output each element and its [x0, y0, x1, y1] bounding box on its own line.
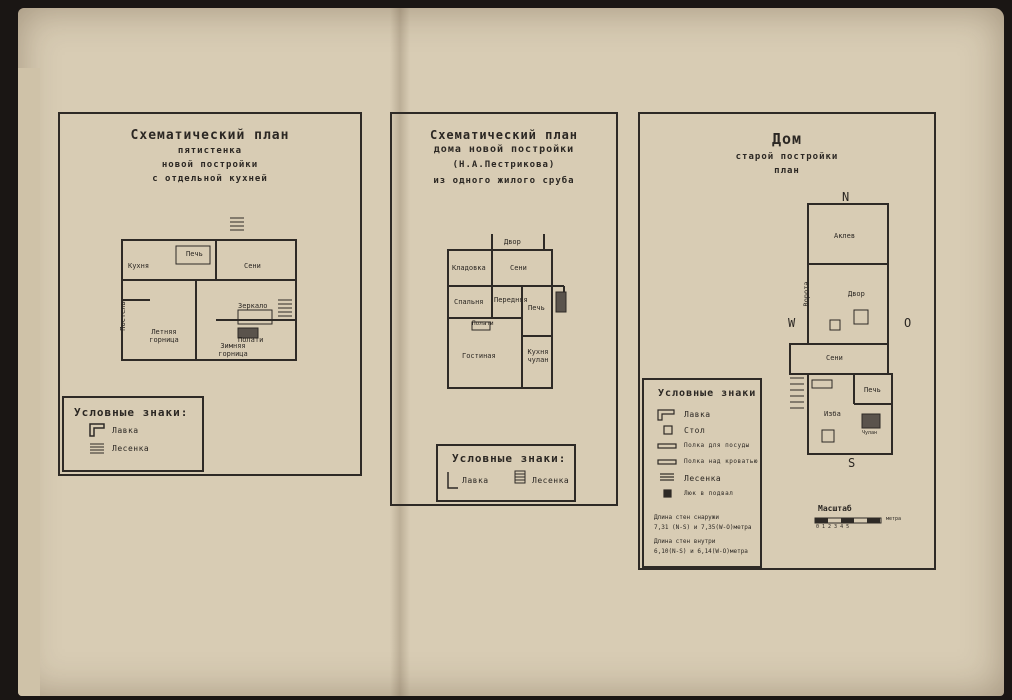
room-summer: Летняя горница — [149, 328, 179, 344]
room-bedroom: Спальня — [454, 298, 484, 306]
room-winter: Зимняя горница — [218, 342, 248, 358]
panel1-title-2: пятистенка — [177, 146, 243, 156]
legend-title: Условные знаки: — [74, 406, 189, 419]
legend-hatch: Люк в подвал — [684, 490, 734, 497]
legend-title: Условные знаки: — [452, 452, 567, 465]
room-polati: Полати — [472, 320, 494, 327]
panel3-title-2: старой постройки — [735, 152, 839, 162]
scale-bar — [814, 517, 882, 524]
note-outer: Длина стен снаружи — [654, 514, 720, 521]
room-seni: Сени — [244, 262, 261, 270]
panel3-floor-plan — [789, 203, 893, 455]
room-pantry: Кладовка — [452, 264, 486, 272]
compass-west: W — [788, 316, 796, 330]
legend-ladder: Лесенка — [112, 444, 150, 453]
book-edge — [18, 68, 40, 696]
room-front: Передняя — [494, 296, 528, 304]
panel2-title-1: Схематический план — [429, 128, 579, 142]
room-stove: Печь — [186, 250, 203, 258]
room-polati: Полати — [238, 336, 264, 344]
note-inner: Длина стен внутри — [654, 538, 716, 545]
panel-new-house: Схематический план дома новой постройки … — [390, 112, 618, 506]
panel3-legend: Условные знаки Лавка Стол Полка для посу… — [642, 378, 762, 568]
panel-old-house: Дом старой постройки план N S W O — [638, 112, 936, 570]
panel2-legend: Условные знаки: Лавка Лесенка — [436, 444, 576, 502]
legend-bed-shelf: Полка над кроватью — [684, 458, 759, 465]
note-inner-values: 6,10(N-S) и 6,14(W-O)метра — [654, 548, 748, 555]
book-gutter — [390, 8, 410, 696]
panel1-title-4: с отдельной кухней — [152, 174, 268, 184]
room-stove: Печь — [528, 304, 545, 312]
room-bed: Постель — [118, 301, 127, 331]
room-yard: Двор — [504, 238, 521, 246]
room-seni: Сени — [826, 354, 843, 362]
room-kitchen: Кухня — [128, 262, 150, 270]
panel-five-wall-house: Схематический план пятистенка новой пост… — [58, 112, 362, 476]
panel2-title-4: из одного жилого сруба — [433, 176, 575, 186]
room-kitchen-closet: Кухня чулан — [527, 348, 549, 364]
room-gate: Ворота — [802, 281, 811, 307]
panel2-title-3: (Н.А.Пестрикова) — [452, 160, 556, 170]
note-outer-values: 7,31 (N-S) и 7,35(W-O)метра — [654, 524, 752, 531]
scale-ticks: 0 1 2 3 4 5 — [816, 524, 850, 530]
legend-ladder: Лесенка — [532, 476, 570, 485]
compass-north: N — [842, 190, 850, 204]
panel2-title-2: дома новой постройки — [433, 144, 575, 155]
legend-ladder: Лесенка — [684, 474, 722, 483]
book-spread: Схематический план пятистенка новой пост… — [18, 8, 1004, 696]
legend-title: Условные знаки — [658, 388, 757, 399]
panel1-title-3: новой постройки — [161, 160, 259, 170]
scale-unit: метра — [886, 516, 902, 522]
bench-icon — [89, 423, 105, 437]
room-aklev: Аклев — [834, 232, 856, 240]
panel1-title-1: Схематический план — [130, 128, 290, 143]
legend-bench: Лавка — [462, 476, 489, 485]
room-yard: Двор — [848, 290, 865, 298]
room-living: Гостиная — [462, 352, 496, 360]
compass-south: S — [848, 456, 856, 470]
panel2-floor-plan — [447, 234, 567, 389]
legend-table: Стол — [684, 426, 706, 435]
room-seni: Сени — [510, 264, 527, 272]
legend-bench: Лавка — [684, 410, 711, 419]
scale-title: Масштаб — [818, 504, 852, 513]
ladder-icon — [514, 470, 526, 484]
bench-icon — [447, 472, 458, 489]
ladder-icon — [90, 443, 104, 454]
room-closet: Чулан — [862, 430, 878, 436]
room-mirror: Зеркало — [238, 302, 268, 310]
panel1-legend: Условные знаки: Лавка Лесенка — [62, 396, 204, 472]
panel3-title-1: Дом — [771, 130, 803, 148]
panel1-floor-plan — [121, 217, 297, 361]
compass-east: O — [904, 316, 912, 330]
room-izba: Изба — [824, 410, 841, 418]
room-stove: Печь — [864, 386, 881, 394]
panel3-title-3: план — [774, 166, 800, 176]
legend-dish-shelf: Полка для посуды — [684, 442, 750, 449]
legend-symbols — [657, 409, 677, 498]
legend-bench: Лавка — [112, 426, 139, 435]
